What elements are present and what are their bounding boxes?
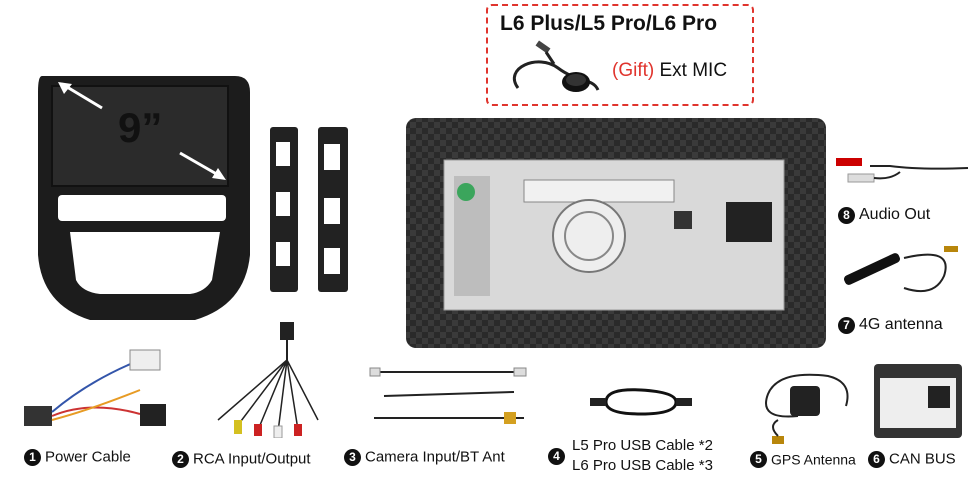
rca-cable-image <box>217 322 319 438</box>
size-arrows <box>58 82 226 180</box>
head-unit-back <box>406 118 826 348</box>
audio-out-cable-image <box>836 158 969 183</box>
microphone-image <box>512 40 600 92</box>
mounting-brackets <box>270 127 348 292</box>
canbus-box-image <box>874 364 962 438</box>
usb-cable-image <box>590 388 692 416</box>
usb-cable-l5-label: L5 Pro USB Cable *2 <box>572 437 713 454</box>
gift-callout-box <box>486 4 754 106</box>
4g-antenna-image <box>844 246 958 292</box>
camera-bt-cable-image <box>369 367 527 424</box>
item-usb-cable: 4 L5 Pro USB Cable *2 L6 Pro USB Cable *… <box>548 436 713 476</box>
gps-antenna-image <box>765 373 849 444</box>
power-cable-image <box>24 349 166 426</box>
dash-frame-panel <box>38 76 250 320</box>
model-title: L6 Plus/L5 Pro/L6 Pro <box>500 12 718 35</box>
screen-size-label: 9” <box>118 104 163 151</box>
usb-cable-l6-label: L6 Pro USB Cable *3 <box>572 457 713 474</box>
ext-mic-label: (Gift) Ext MIC <box>612 60 728 81</box>
